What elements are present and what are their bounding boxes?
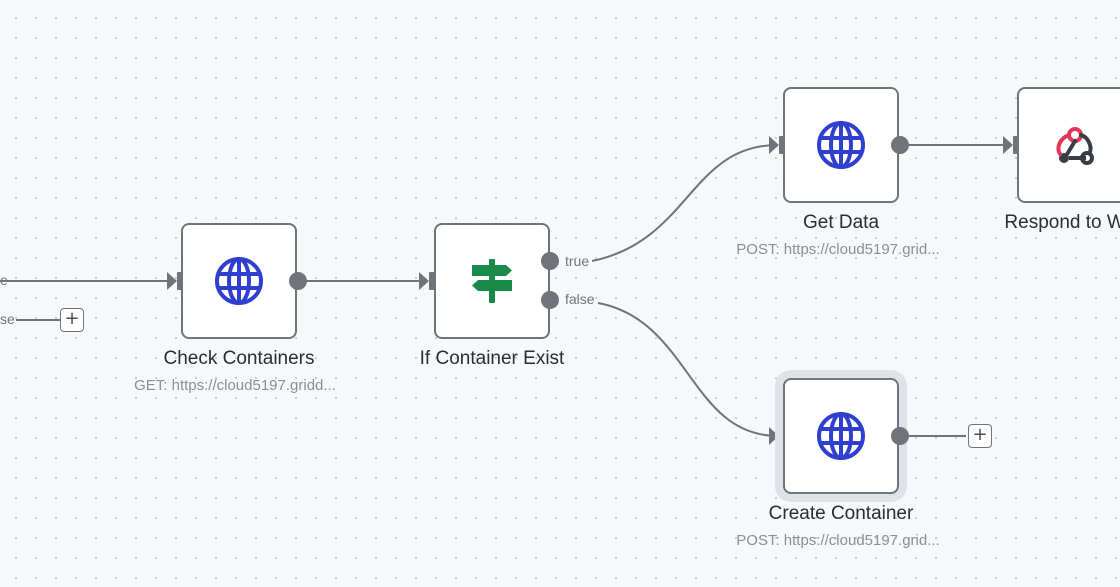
globe-icon (815, 410, 867, 462)
respond-to-webhook-title: Respond to Web (1004, 212, 1120, 233)
check-containers-subtitle: GET: https://cloud5197.gridd... (134, 377, 336, 394)
get-data-subtitle: POST: https://cloud5197.grid... (736, 241, 940, 258)
arrowhead (167, 272, 177, 290)
if-false-output-port[interactable] (541, 291, 559, 309)
create-container-output-port[interactable] (891, 427, 909, 445)
globe-icon (815, 119, 867, 171)
create-container-subtitle: POST: https://cloud5197.grid... (736, 532, 940, 549)
node-if-container-exist[interactable] (434, 223, 550, 339)
check-containers-title: Check Containers (163, 348, 315, 369)
signpost-icon (466, 255, 518, 307)
arrowhead (769, 427, 779, 445)
edge-false-to-create[interactable] (597, 302, 779, 437)
if-container-exist-input-port[interactable] (429, 272, 437, 290)
offscreen-false-label: se (0, 311, 15, 327)
add-node-button[interactable]: + (60, 308, 84, 332)
webhook-icon (1052, 122, 1098, 168)
node-check-containers[interactable] (181, 223, 297, 339)
check-containers-output-port[interactable] (289, 272, 307, 290)
arrowhead (419, 272, 429, 290)
get-data-title: Get Data (802, 212, 880, 233)
node-respond-to-webhook[interactable] (1017, 87, 1120, 203)
if-container-exist-title: If Container Exist (419, 348, 565, 369)
true-branch-label: true (565, 253, 590, 269)
globe-icon (213, 255, 265, 307)
node-get-data[interactable] (783, 87, 899, 203)
if-true-output-port[interactable] (541, 252, 559, 270)
get-data-output-port[interactable] (891, 136, 909, 154)
create-container-title: Create Container (768, 503, 914, 524)
node-create-container[interactable] (783, 378, 899, 494)
offscreen-true-label: e (0, 272, 8, 288)
arrowhead (769, 136, 779, 154)
false-branch-label: false (565, 291, 595, 307)
arrowhead (1003, 136, 1013, 154)
add-node-button[interactable]: + (968, 424, 992, 448)
